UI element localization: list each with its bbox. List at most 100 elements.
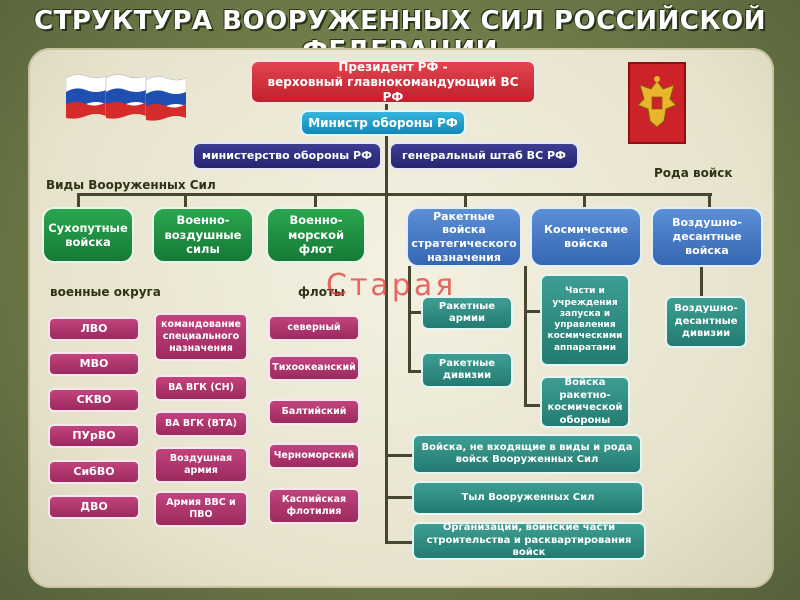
air-command-item: командование специального назначения — [154, 313, 248, 361]
connector-line — [387, 496, 413, 499]
district-label: СибВО — [73, 465, 115, 479]
air-command-label: Воздушная — [169, 453, 233, 465]
space-unit-label: управления — [554, 320, 616, 330]
connector-line — [708, 193, 711, 209]
type-navy: Военно- морской флот — [266, 207, 366, 263]
general-staff-label: генеральный штаб ВС РФ — [402, 149, 566, 163]
president-line1: Президент РФ - — [338, 59, 448, 74]
space-unit-label: аппаратами — [553, 342, 617, 353]
branch-label: Ракетные войска — [433, 209, 495, 237]
connector-line — [524, 310, 540, 313]
air-command-label: ПВО — [189, 509, 213, 520]
branch-label: десантные — [672, 230, 742, 244]
other-structure-item: Войска, не входящие в виды и рода войск … — [412, 434, 642, 474]
district-item: ПУрВО — [48, 424, 140, 448]
connector-line — [387, 454, 413, 457]
other-structure-label: Войска, не входящие в виды и рода — [421, 441, 633, 453]
vdv-unit-label: Воздушно- — [674, 303, 738, 315]
other-structure-label: строительства и расквартирования войск — [426, 534, 632, 559]
district-item: СКВО — [48, 388, 140, 412]
connector-line — [408, 370, 422, 373]
rvsn-unit-item: Ракетные дивизии — [421, 352, 513, 388]
fleets-label: флоты — [298, 285, 345, 299]
space-unit-label: запуска и — [559, 308, 611, 319]
air-command-label: ВА ВГК (ВТА) — [164, 418, 238, 430]
air-command-label: ВА ВГК (СН) — [168, 382, 234, 394]
general-staff-box: генеральный штаб ВС РФ — [389, 142, 579, 170]
connector-line — [524, 404, 540, 407]
districts-label: военные округа — [50, 285, 161, 299]
district-label: ЛВО — [80, 322, 108, 336]
type-label: силы — [186, 242, 220, 257]
fleet-label: Каспийская — [281, 494, 347, 506]
district-item: ЛВО — [48, 317, 140, 341]
fleet-item: северный — [268, 315, 360, 341]
district-item: МВО — [48, 352, 140, 376]
type-label: воздушные — [164, 227, 242, 242]
space-unit-label: космической — [547, 402, 623, 413]
air-command-item: ВА ВГК (СН) — [154, 375, 248, 401]
vdv-unit-label: десантные — [674, 315, 738, 327]
district-label: СКВО — [76, 393, 112, 407]
air-command-label: армия — [184, 465, 218, 476]
fleet-label: Тихоокеанский — [272, 362, 356, 374]
minister-box: Министр обороны РФ — [300, 110, 466, 136]
branch-strategic-missile-forces: Ракетные войска стратегического назначен… — [406, 207, 522, 267]
space-unit-label: Войска ракетно- — [559, 377, 611, 401]
rvsn-unit-label: Ракетные — [438, 300, 496, 312]
district-item: ДВО — [48, 495, 140, 519]
branch-label: войска — [564, 237, 608, 250]
vdv-unit-label: дивизии — [681, 328, 731, 340]
air-command-item: Воздушная армия — [154, 447, 248, 483]
rvsn-unit-label: армии — [448, 313, 486, 324]
connector-line — [408, 266, 411, 372]
connector-line — [700, 266, 703, 300]
ministry-label: министерство обороны РФ — [201, 149, 373, 163]
connector-line — [184, 193, 187, 209]
type-label: флот — [298, 242, 334, 257]
rvsn-unit-item: Ракетные армии — [421, 296, 513, 330]
other-structure-label: войск Вооруженных Сил — [455, 454, 599, 465]
minister-label: Министр обороны РФ — [308, 115, 458, 130]
air-command-label: командование — [161, 319, 241, 331]
rvsn-unit-label: дивизии — [442, 370, 492, 381]
district-label: ПУрВО — [72, 429, 116, 443]
space-unit-label: обороны — [559, 414, 611, 426]
space-unit-label: Части и — [565, 286, 605, 297]
other-structure-label: Тыл Вооруженных Сил — [461, 491, 595, 503]
type-ground-forces: Сухопутные войска — [42, 207, 134, 263]
branch-label: Космические — [544, 223, 628, 237]
type-air-force: Военно- воздушные силы — [152, 207, 254, 263]
branch-label: войска — [685, 243, 729, 257]
district-label: МВО — [79, 357, 109, 371]
air-command-item: ВА ВГК (ВТА) — [154, 411, 248, 437]
branch-airborne-forces: Воздушно- десантные войска — [651, 207, 763, 267]
connector-line — [524, 266, 527, 406]
president-box: Президент РФ - верховный главнокомандующ… — [250, 60, 536, 104]
air-command-label: Армия ВВС и — [166, 497, 236, 509]
fleet-label: Черноморский — [273, 450, 355, 462]
connector-line — [464, 193, 467, 209]
type-label: Сухопутные — [48, 220, 128, 235]
connector-line — [408, 311, 422, 314]
fleet-item: Балтийский — [268, 399, 360, 425]
connector-line — [77, 193, 80, 209]
ministry-box: министерство обороны РФ — [192, 142, 382, 170]
fleet-item: Каспийская флотилия — [268, 488, 360, 524]
type-label: Военно- — [289, 213, 343, 228]
fleet-item: Черноморский — [268, 443, 360, 469]
connector-line — [385, 102, 388, 544]
type-label: войска — [65, 235, 111, 249]
fleet-item: Тихоокеанский — [268, 355, 360, 381]
space-unit-item: Войска ракетно- космической обороны — [540, 376, 630, 428]
branch-label: Воздушно- — [672, 216, 742, 230]
branch-label: стратегического — [411, 237, 517, 250]
type-label: морской — [287, 227, 345, 242]
space-unit-label: космическими — [547, 331, 623, 342]
russian-flag-icon — [66, 74, 186, 121]
president-line2: верховный главнокомандующий ВС РФ — [267, 74, 519, 104]
coat-of-arms-icon — [628, 62, 686, 144]
air-command-label: специального — [162, 331, 240, 343]
space-unit-item: Части и учреждения запуска и управления … — [540, 274, 630, 366]
vdv-unit-item: Воздушно- десантные дивизии — [665, 296, 747, 348]
